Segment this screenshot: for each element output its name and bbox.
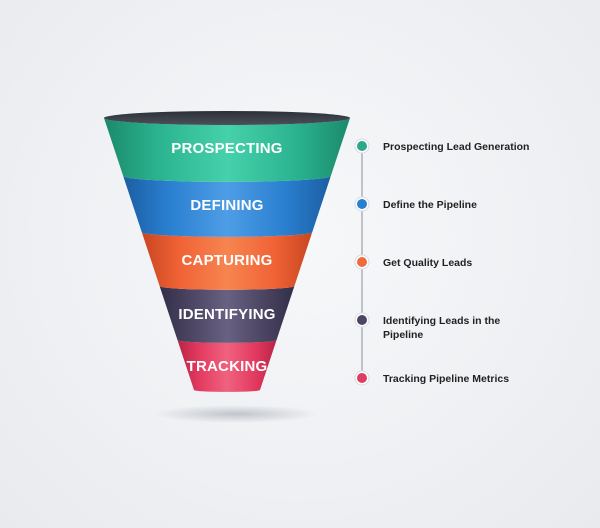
funnel-layer-identifying <box>159 286 295 343</box>
funnel-shadow <box>154 405 318 423</box>
funnel-layer-capturing <box>141 232 313 290</box>
funnel-layers: TRACKING IDENTIFYING CAPTURING DEFINING PROS… <box>104 111 350 392</box>
legend-text-tracking: Tracking Pipeline Metrics <box>383 373 509 385</box>
funnel-label-identifying: IDENTIFYING <box>178 306 275 323</box>
legend-text-prospecting: Prospecting Lead Generation <box>383 141 529 153</box>
funnel-label-capturing: CAPTURING <box>182 252 273 269</box>
funnel-layer-defining <box>123 176 331 237</box>
legend-text-capturing: Get Quality Leads <box>383 257 472 269</box>
legend-dot-prospecting <box>357 141 367 151</box>
legend-dot-identifying <box>357 315 367 325</box>
funnel-label-tracking: TRACKING <box>187 358 268 375</box>
legend-text-defining: Define the Pipeline <box>383 199 477 211</box>
funnel-label-defining: DEFINING <box>190 197 263 214</box>
legend-dot-tracking <box>357 373 367 383</box>
funnel-layer-prospecting <box>104 118 350 182</box>
funnel-layer-tracking <box>177 340 277 392</box>
funnel-label-prospecting: PROSPECTING <box>171 140 282 157</box>
funnel-rim <box>104 111 350 125</box>
legend-dot-capturing <box>357 257 367 267</box>
legend-dot-defining <box>357 199 367 209</box>
